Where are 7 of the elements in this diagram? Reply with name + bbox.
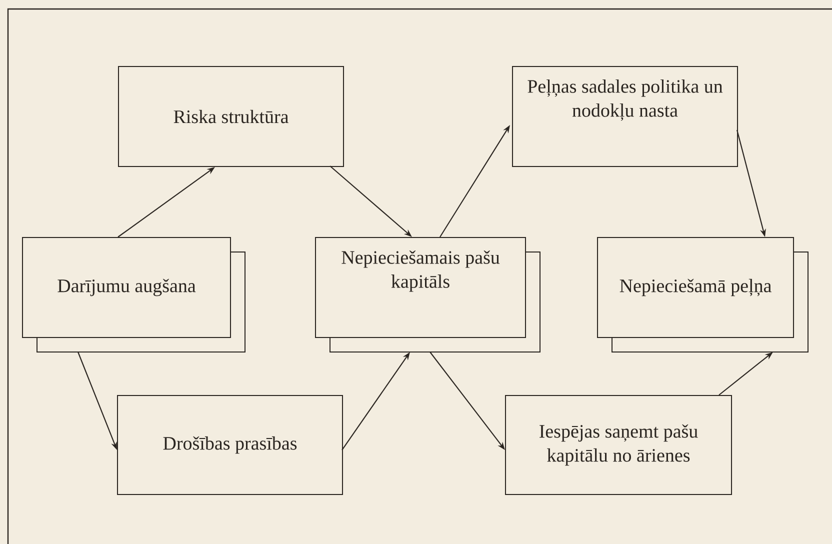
text-box: Riska struktūra [118,66,344,167]
shadowed-box: Darījumu augšana [22,237,246,352]
shadowed-box: Nepieciešamā peļņa [597,237,808,352]
text-box: Drošības prasības [117,395,343,495]
text-box: Iespējas saņemt pašu kapitālu no ārienes [505,395,732,495]
shadowed-box: Nepieciešamais pašu kapitāls [315,237,540,352]
text-box: Peļņas sadales politika un nodokļu nasta [512,66,738,167]
